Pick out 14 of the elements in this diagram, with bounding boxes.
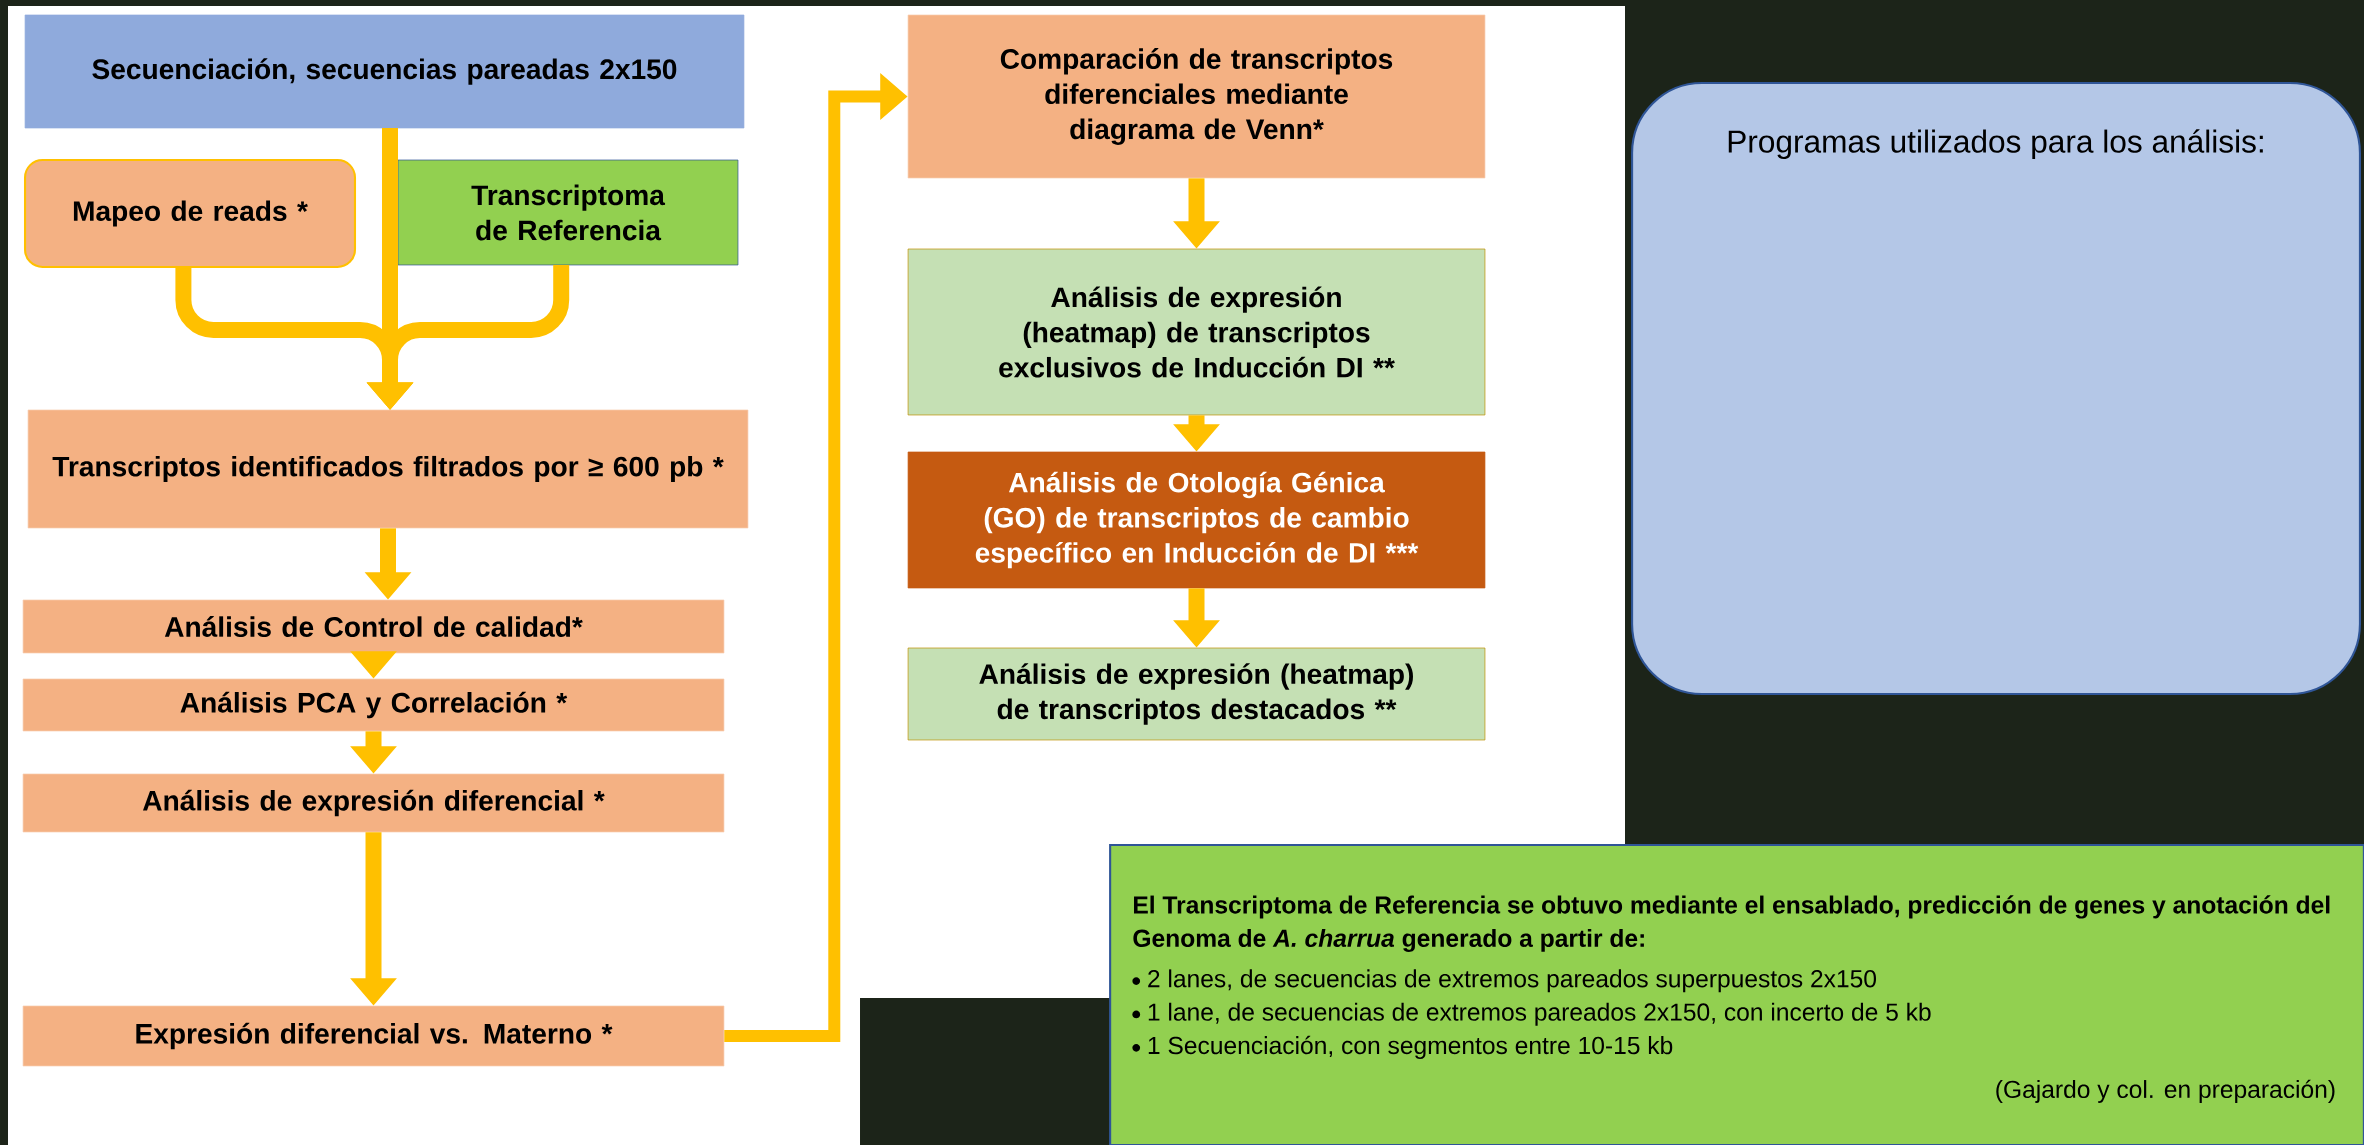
info-box: Programas utilizados para los análisis: xyxy=(1631,82,2361,695)
process-box: Expresión diferencial vs. Materno * xyxy=(22,1005,725,1067)
process-box: Análisis de Control de calidad* xyxy=(22,599,725,654)
process-box: Análisis de Otología Génica (GO) de transcriptos de cambio específico en Inducción de DI *** xyxy=(907,451,1486,589)
process-box: Mapeo de reads * xyxy=(24,158,357,269)
process-box: Transcriptoma de Referencia xyxy=(397,159,739,266)
process-box: Análisis PCA y Correlación * xyxy=(22,678,725,732)
process-box: Análisis de expresión (heatmap) de transcriptos exclusivos de Inducción DI ** xyxy=(907,248,1486,416)
note-box: El Transcriptoma de Referencia se obtuvo mediante el ensablado, predicción de genes y anotación del Genoma de A. charrua generado a partir de: 2 lanes, de secuencias de extremos pareados superpuestos 2x150 1 lane, de secuencias de extremos pareados 2x150, con incerto de 5 kb 1 Secuenciación, con segmentos entre 10-15 kb (Gajardo y col. en preparación) xyxy=(1109,843,2364,1145)
process-box: Análisis de expresión (heatmap) de transcriptos destacados ** xyxy=(907,647,1486,741)
process-box: Análisis de expresión diferencial * xyxy=(22,773,725,833)
process-box: Transcriptos identificados filtrados por ≥ 600 pb * xyxy=(27,409,749,529)
process-box: Secuenciación, secuencias pareadas 2x150 xyxy=(24,14,745,129)
process-box: Comparación de transcriptos diferenciales mediante diagrama de Venn* xyxy=(907,14,1486,179)
